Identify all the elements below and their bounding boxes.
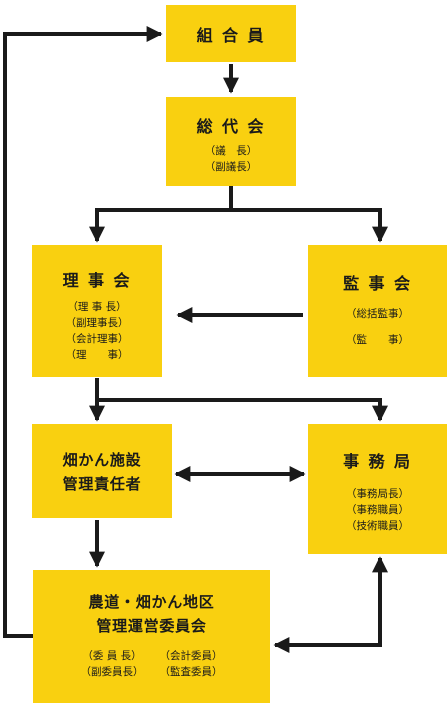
arrow-iinkai-jimukyoku xyxy=(273,556,388,653)
node-rijikai-role: （副理事長） xyxy=(65,317,129,329)
node-jimukyoku-role: （技術職員） xyxy=(346,520,409,532)
node-rijikai-role: （理 事） xyxy=(65,349,129,361)
node-iinkai-roles-right: （会計委員） （監査委員） xyxy=(160,648,223,680)
node-iinkai: 農道・畑かん地区 管理運営委員会 （委 員 長） （副委員長） （会計委員） （… xyxy=(33,570,270,703)
node-jimukyoku-role: （事務局長） xyxy=(346,488,409,500)
node-hatakan-title: 畑かん施設 xyxy=(62,451,142,469)
node-hatakan-title: 管理責任者 xyxy=(62,475,142,493)
node-iinkai-role: （委 員 長） xyxy=(82,650,142,662)
node-iinkai-title: 農道・畑かん地区 xyxy=(88,593,215,611)
node-kansakai-role: （監 事） xyxy=(346,334,409,346)
node-rijikai-title: 理 事 会 xyxy=(62,271,132,290)
node-iinkai-title: 管理運営委員会 xyxy=(96,617,207,635)
node-soudaikai-title: 総 代 会 xyxy=(196,117,266,136)
node-kansakai: 監 事 会 （総括監事） （監 事） xyxy=(308,245,447,377)
arrow-iinkai-to-kumiaiin xyxy=(3,26,163,638)
node-kumiaiin: 組 合 員 xyxy=(166,5,296,62)
node-jimukyoku: 事 務 局 （事務局長） （事務職員） （技術職員） xyxy=(308,424,447,554)
node-kansakai-role: （総括監事） xyxy=(346,308,409,320)
node-jimukyoku-title: 事 務 局 xyxy=(343,452,412,471)
node-rijikai-role: （理 事 長） xyxy=(67,301,127,313)
node-soudaikai: 総 代 会 （議 長） （副議長） xyxy=(166,97,296,186)
node-iinkai-role: （監査委員） xyxy=(159,666,223,678)
node-iinkai-role: （副委員長） xyxy=(80,666,144,678)
node-rijikai: 理 事 会 （理 事 長） （副理事長） （会計理事） （理 事） xyxy=(32,245,162,377)
node-kansakai-title: 監 事 会 xyxy=(343,274,412,293)
node-kumiaiin-title: 組 合 員 xyxy=(196,26,266,45)
node-soudaikai-role: （副議長） xyxy=(204,161,258,173)
node-rijikai-role: （会計理事） xyxy=(65,333,129,345)
node-soudaikai-role: （議 長） xyxy=(204,145,258,157)
node-iinkai-roles-left: （委 員 長） （副委員長） xyxy=(81,648,144,680)
node-hatakan: 畑かん施設 管理責任者 xyxy=(32,424,172,518)
node-jimukyoku-role: （事務職員） xyxy=(346,504,409,516)
node-iinkai-role: （会計委員） xyxy=(159,650,223,662)
node-iinkai-roles: （委 員 長） （副委員長） （会計委員） （監査委員） xyxy=(33,648,270,680)
